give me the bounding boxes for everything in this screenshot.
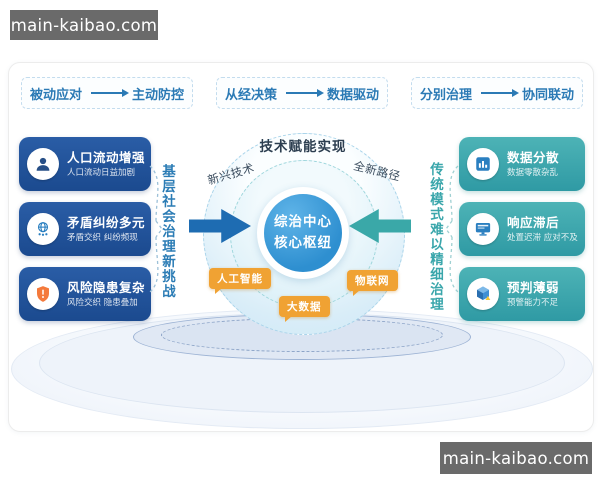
right-arrow-icon (91, 88, 129, 97)
right-arrow-icon (481, 88, 519, 97)
problem-item-data-scattered: 数据分散 数据零散杂乱 (459, 137, 585, 191)
challenge-item-risks: 风险隐患复杂 风险交织 隐患叠加 (19, 267, 151, 321)
transition-from: 分别治理 (419, 87, 472, 103)
watermark-bottom: main-kaibao.com (440, 442, 592, 474)
cube-warning-icon (467, 278, 499, 310)
tag-artificial-intelligence: 人工智能 (209, 268, 271, 294)
item-title: 人口流动增强 (67, 149, 146, 165)
diagram-card: 被动应对 主动防控 从经决策 数据驱动 分别治理 协同联动 综治中心 核心枢纽 … (8, 62, 594, 432)
person-icon (27, 148, 59, 180)
monitor-icon (467, 213, 499, 245)
transition-pill-3: 分别治理 协同联动 (411, 77, 583, 109)
transition-pill-1: 被动应对 主动防控 (21, 77, 193, 109)
core-title-line2: 核心枢纽 (274, 235, 332, 251)
watermark-top: main-kaibao.com (10, 10, 158, 40)
challenge-item-disputes: 矛盾纠纷多元 矛盾交织 纠纷频现 (19, 202, 151, 256)
item-subtitle: 风险交织 隐患叠加 (67, 297, 138, 308)
item-subtitle: 预警能力不足 (507, 297, 559, 308)
item-subtitle: 矛盾交织 纠纷频现 (67, 232, 138, 243)
problem-item-weak-prediction: 预判薄弱 预警能力不足 (459, 267, 585, 321)
globe-people-icon (27, 213, 59, 245)
item-title: 数据分散 (507, 149, 560, 165)
item-title: 风险隐患复杂 (67, 279, 146, 295)
transition-pill-2: 从经决策 数据驱动 (216, 77, 388, 109)
tag-big-data: 大数据 (279, 296, 330, 322)
left-vertical-label: 基层社会治理新挑战 (159, 164, 175, 299)
tag-internet-of-things: 物联网 (347, 270, 398, 296)
transition-to: 协同联动 (522, 87, 575, 103)
problem-item-slow-response: 响应滞后 处置迟滞 应对不及 (459, 202, 585, 256)
item-subtitle: 人口流动日益加剧 (67, 167, 136, 178)
shield-alert-icon (27, 278, 59, 310)
challenge-item-population: 人口流动增强 人口流动日益加剧 (19, 137, 151, 191)
item-title: 响应滞后 (507, 214, 560, 230)
data-chart-icon (467, 148, 499, 180)
transition-to: 数据驱动 (327, 87, 380, 103)
transition-from: 从经决策 (224, 87, 277, 103)
item-subtitle: 数据零散杂乱 (507, 167, 559, 178)
item-title: 预判薄弱 (507, 279, 560, 295)
tech-enable-label: 技术赋能实现 (259, 139, 347, 155)
transition-from: 被动应对 (29, 87, 82, 103)
transition-to: 主动防控 (132, 87, 185, 103)
core-title-line1: 综治中心 (274, 214, 332, 231)
item-title: 矛盾纠纷多元 (67, 214, 146, 230)
right-arrow-icon (286, 88, 324, 97)
core-hub-circle: 综治中心 核心枢纽 (264, 194, 342, 272)
item-subtitle: 处置迟滞 应对不及 (507, 232, 578, 243)
right-vertical-label: 传统模式难以精细治理 (427, 162, 443, 312)
